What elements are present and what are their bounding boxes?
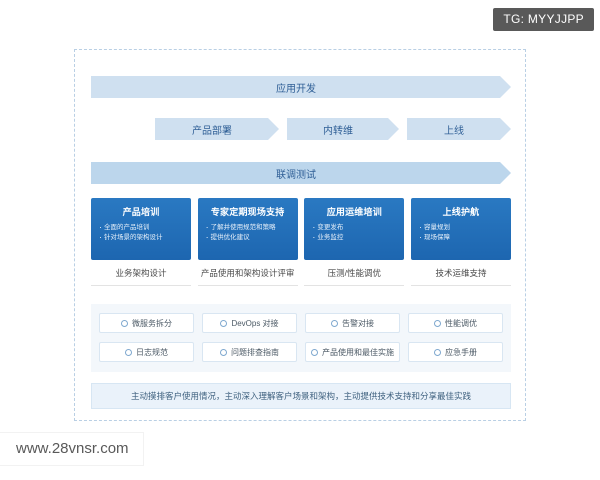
phase-arrow-joint-testing: 联调测试 bbox=[91, 162, 511, 184]
capability-pill-panel: 微服务拆分 DevOps 对接 告警对接 性能调优 日志规范 问题排查指南 bbox=[91, 304, 511, 372]
card-bullet: 全面的产品培训 bbox=[97, 222, 185, 233]
card-caption: 产品使用和架构设计评审 bbox=[200, 268, 295, 278]
bullet-dot-icon bbox=[331, 319, 338, 327]
service-card-expert-onsite-support: 专家定期现场支持 了解并使用规范和策略 提供优化建议 产品使用和架构设计评审 bbox=[197, 198, 298, 286]
card-divider bbox=[304, 285, 405, 286]
bullet-dot-icon bbox=[125, 348, 132, 356]
card-bullet: 现场保障 bbox=[417, 232, 505, 243]
bullet-dot-icon bbox=[220, 348, 227, 356]
card-bullet: 容量规划 bbox=[417, 222, 505, 233]
capability-pill-log-standard[interactable]: 日志规范 bbox=[99, 342, 194, 362]
bullet-dot-icon bbox=[121, 319, 128, 327]
card-bullet: 业务监控 bbox=[310, 232, 398, 243]
pill-label: DevOps 对接 bbox=[231, 318, 279, 328]
phase-arrow-internal-ops: 内转维 bbox=[287, 118, 399, 140]
capability-pill-performance-tuning[interactable]: 性能调优 bbox=[408, 313, 503, 333]
card-bullet: 了解并使用规范和策略 bbox=[204, 222, 292, 233]
card-divider bbox=[91, 285, 191, 286]
phase-row-app-development: 应用开发 bbox=[91, 76, 509, 98]
tg-badge: TG: MYYJJPP bbox=[493, 8, 594, 31]
card-title: 专家定期现场支持 bbox=[210, 207, 285, 217]
pill-label: 告警对接 bbox=[342, 318, 374, 328]
pill-label: 微服务拆分 bbox=[132, 318, 172, 328]
pill-label: 问题排查指南 bbox=[231, 347, 279, 357]
phase-row-joint-testing: 联调测试 bbox=[91, 162, 509, 184]
phase-arrow-product-deployment: 产品部署 bbox=[155, 118, 279, 140]
bullet-dot-icon bbox=[434, 319, 441, 327]
bullet-dot-icon bbox=[311, 348, 318, 356]
service-card-product-training: 产品培训 全面的产品培训 针对场景的架构设计 业务架构设计 bbox=[91, 198, 191, 286]
card-title: 应用运维培训 bbox=[326, 207, 382, 217]
capability-pill-troubleshooting-guide[interactable]: 问题排查指南 bbox=[202, 342, 297, 362]
pill-label: 应急手册 bbox=[445, 347, 477, 357]
card-caption: 技术运维支持 bbox=[435, 268, 487, 278]
phase-arrow-go-live: 上线 bbox=[407, 118, 511, 140]
capability-pill-product-usage-best-practice[interactable]: 产品使用和最佳实施 bbox=[305, 342, 400, 362]
card-title: 产品培训 bbox=[122, 207, 160, 217]
service-card-launch-support: 上线护航 容量规划 现场保障 技术运维支持 bbox=[410, 198, 511, 286]
card-body: 应用运维培训 变更发布 业务监控 bbox=[304, 198, 405, 260]
card-divider bbox=[197, 285, 298, 286]
phase-row-deployment: 产品部署 内转维 上线 bbox=[91, 118, 509, 140]
card-caption: 业务架构设计 bbox=[115, 268, 167, 278]
card-bullet: 针对场景的架构设计 bbox=[97, 232, 185, 243]
card-body: 产品培训 全面的产品培训 针对场景的架构设计 bbox=[91, 198, 191, 260]
card-title: 上线护航 bbox=[442, 207, 480, 217]
pill-label: 性能调优 bbox=[445, 318, 477, 328]
pill-label: 日志规范 bbox=[136, 347, 168, 357]
card-bullet: 提供优化建议 bbox=[204, 232, 292, 243]
capability-pill-grid: 微服务拆分 DevOps 对接 告警对接 性能调优 日志规范 问题排查指南 bbox=[99, 313, 503, 362]
service-card-ops-training: 应用运维培训 变更发布 业务监控 压测/性能调优 bbox=[304, 198, 405, 286]
bottom-summary-banner: 主动摸排客户使用情况，主动深入理解客户场景和架构，主动提供技术支持和分享最佳实践 bbox=[91, 383, 511, 409]
capability-pill-devops-integration[interactable]: DevOps 对接 bbox=[202, 313, 297, 333]
diagram-frame: 应用开发 产品部署 内转维 上线 联调测试 产品培训 全面的产品培训 针对场景的… bbox=[74, 49, 526, 421]
card-caption: 压测/性能调优 bbox=[327, 268, 381, 278]
capability-pill-microservice-split[interactable]: 微服务拆分 bbox=[99, 313, 194, 333]
site-watermark: www.28vnsr.com bbox=[0, 432, 144, 466]
card-body: 上线护航 容量规划 现场保障 bbox=[410, 198, 511, 260]
service-card-row: 产品培训 全面的产品培训 针对场景的架构设计 业务架构设计 专家定期现场支持 了… bbox=[91, 198, 511, 286]
card-divider bbox=[410, 285, 511, 286]
pill-label: 产品使用和最佳实施 bbox=[322, 347, 394, 357]
bullet-dot-icon bbox=[220, 319, 228, 327]
bullet-dot-icon bbox=[434, 348, 441, 356]
capability-pill-alert-integration[interactable]: 告警对接 bbox=[305, 313, 400, 333]
card-bullet: 变更发布 bbox=[310, 222, 398, 233]
capability-pill-emergency-manual[interactable]: 应急手册 bbox=[408, 342, 503, 362]
card-body: 专家定期现场支持 了解并使用规范和策略 提供优化建议 bbox=[197, 198, 298, 260]
phase-arrow-app-development: 应用开发 bbox=[91, 76, 511, 98]
